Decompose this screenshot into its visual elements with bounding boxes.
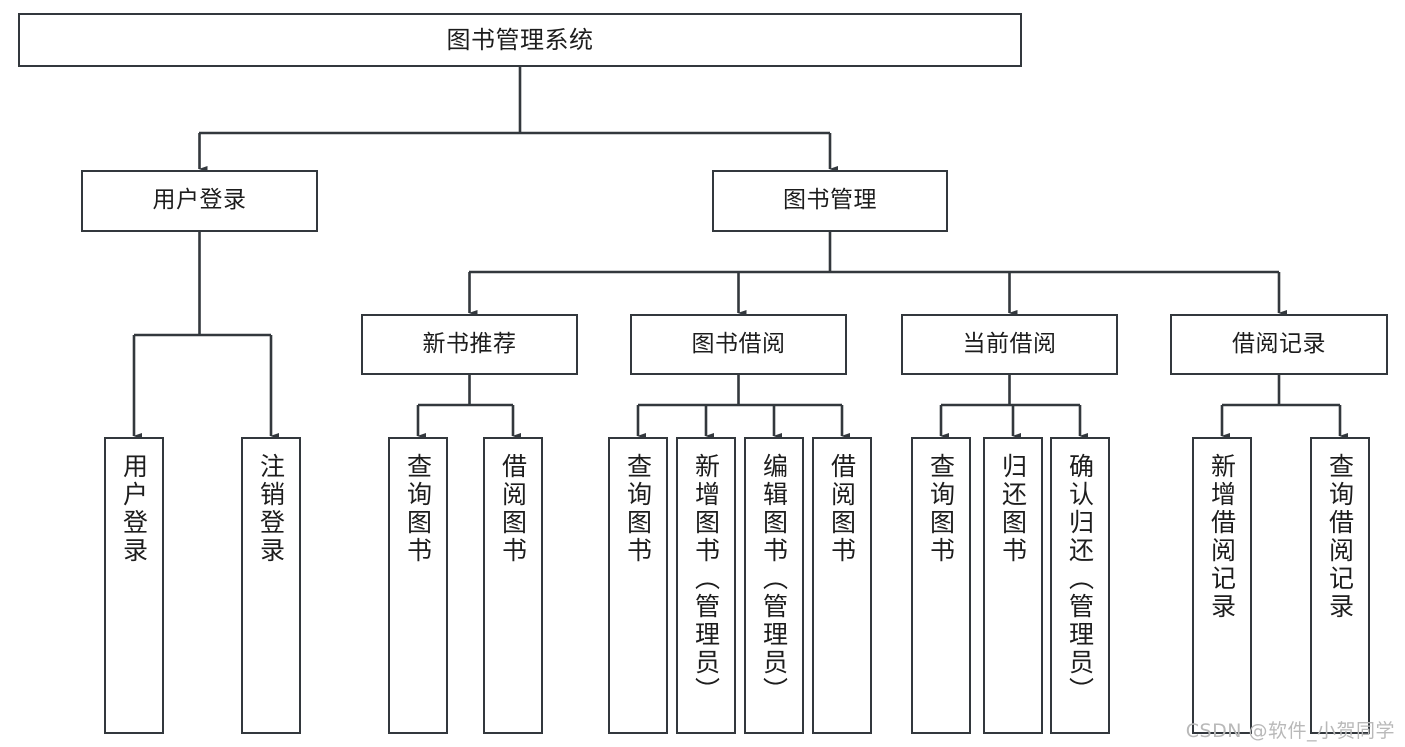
node-leaf-new-2[interactable]: 借阅图书 — [483, 437, 543, 734]
node-borrow[interactable]: 图书借阅 — [630, 314, 847, 375]
node-label-current: 当前借阅 — [962, 330, 1057, 357]
node-newbooks[interactable]: 新书推荐 — [361, 314, 578, 375]
node-label-login: 用户登录 — [152, 187, 247, 214]
node-leaf-cur-1[interactable]: 查询图书 — [911, 437, 971, 734]
node-leaf-bor-3[interactable]: 编辑图书（管理员） — [744, 437, 804, 734]
node-leaf-rec-2[interactable]: 查询借阅记录 — [1310, 437, 1370, 734]
node-login[interactable]: 用户登录 — [81, 170, 318, 232]
node-leaf-login-1[interactable]: 用户登录 — [104, 437, 164, 734]
node-leaf-new-1[interactable]: 查询图书 — [388, 437, 448, 734]
node-leaf-rec-1[interactable]: 新增借阅记录 — [1192, 437, 1252, 734]
node-label-leaf-bor-1: 查询图书 — [623, 453, 653, 565]
edges-group — [132, 67, 1349, 440]
node-label-borrow: 图书借阅 — [691, 330, 786, 357]
node-leaf-bor-2[interactable]: 新增图书（管理员） — [676, 437, 736, 734]
node-leaf-login-2[interactable]: 注销登录 — [241, 437, 301, 734]
csdn-watermark: CSDN @软件_小贺同学 — [1185, 720, 1395, 742]
node-label-leaf-new-1: 查询图书 — [403, 453, 433, 565]
node-label-leaf-login-2: 注销登录 — [256, 453, 286, 565]
node-label-leaf-rec-1: 新增借阅记录 — [1207, 453, 1237, 621]
node-label-leaf-cur-2: 归还图书 — [998, 453, 1028, 565]
node-records[interactable]: 借阅记录 — [1170, 314, 1388, 375]
node-label-leaf-new-2: 借阅图书 — [498, 453, 528, 565]
node-label-leaf-bor-3: 编辑图书（管理员） — [759, 453, 789, 705]
node-leaf-cur-3[interactable]: 确认归还（管理员） — [1050, 437, 1110, 734]
node-label-root: 图书管理系统 — [446, 25, 594, 54]
node-label-newbooks: 新书推荐 — [422, 330, 517, 357]
node-label-leaf-rec-2: 查询借阅记录 — [1325, 453, 1355, 621]
node-current[interactable]: 当前借阅 — [901, 314, 1118, 375]
node-leaf-bor-1[interactable]: 查询图书 — [608, 437, 668, 734]
node-label-bookmgmt: 图书管理 — [783, 187, 877, 214]
node-leaf-bor-4[interactable]: 借阅图书 — [812, 437, 872, 734]
node-bookmgmt[interactable]: 图书管理 — [712, 170, 948, 232]
node-label-leaf-login-1: 用户登录 — [119, 453, 149, 565]
node-root[interactable]: 图书管理系统 — [18, 13, 1022, 67]
node-label-leaf-cur-1: 查询图书 — [926, 453, 956, 565]
node-label-records: 借阅记录 — [1232, 330, 1326, 357]
node-label-leaf-cur-3: 确认归还（管理员） — [1065, 453, 1095, 705]
node-label-leaf-bor-4: 借阅图书 — [827, 453, 857, 565]
node-label-leaf-bor-2: 新增图书（管理员） — [691, 453, 721, 705]
node-leaf-cur-2[interactable]: 归还图书 — [983, 437, 1043, 734]
